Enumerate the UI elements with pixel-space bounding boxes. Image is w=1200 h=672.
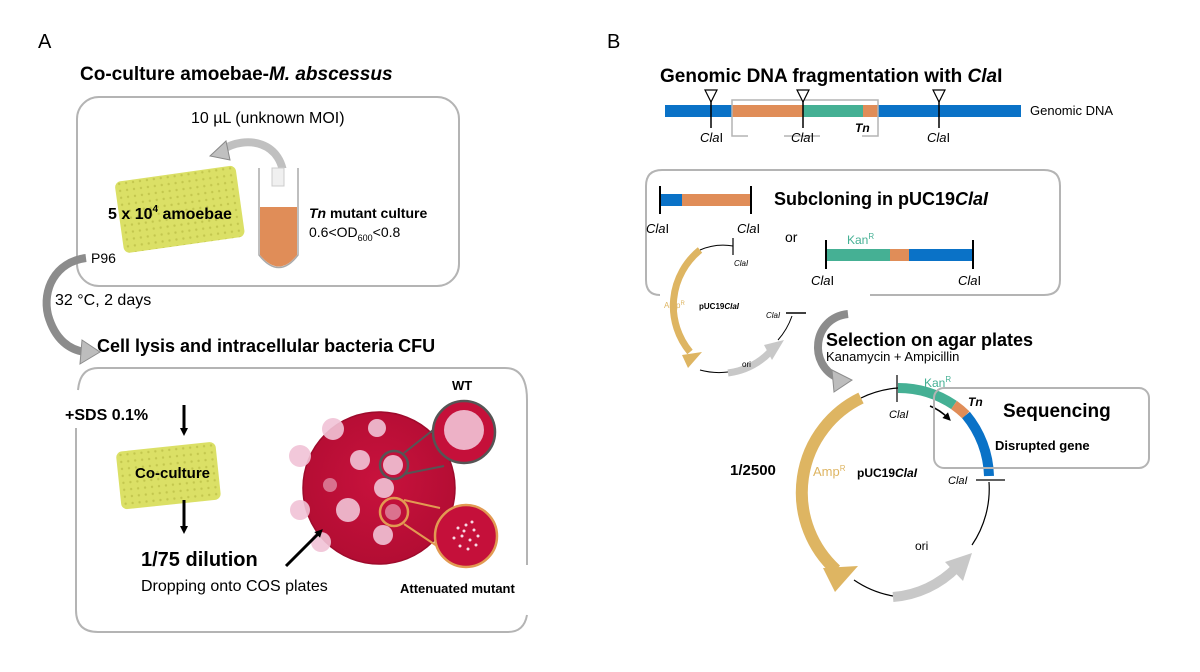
p96-label: P96 [91,250,116,266]
coculture-label: Co-culture [135,465,210,482]
panel-a-label: A [38,31,52,53]
sequencing-primer-arrow [929,405,951,421]
kanr-label: KanR [847,232,874,247]
lysis-title: Cell lysis and intracellular bacteria CF… [97,336,435,356]
selection-dilution-label: 1/2500 [730,462,776,479]
selection-title: Selection on agar plates [826,330,1033,350]
clai-label: ClaI [927,130,950,145]
panel-b-label: B [607,31,620,53]
mutant-zoom-line [403,499,441,509]
p96-plate-image [115,165,245,253]
incubation-arrow [42,254,87,356]
plasmid-label: pUC19ClaI [857,466,918,480]
wt-label: WT [452,378,472,393]
selection-arrowhead-icon [831,369,853,393]
lysis-box [75,367,528,633]
mutant-zoom-line [403,523,441,549]
ori-label: ori [742,360,751,369]
sequencing-box [933,387,1150,469]
coculture-plate-image [116,442,221,510]
tn-mutant-culture-label: Tn mutant culture [309,205,427,221]
fragment-box-gap [748,130,784,140]
panel-b-title: Genomic DNA fragmentation with ClaI [660,66,1002,87]
clai-site-marker: ClaI [927,89,950,145]
ampr-arrowhead-icon [682,352,702,368]
clai-label: ClaI [811,273,834,288]
tn-label: Tn [855,121,870,135]
plasmid-label: pUC19ClaI [699,302,740,311]
selection-subtitle: Kanamycin + Ampicillin [826,349,959,364]
fragment-option-1: ClaI ClaI [646,186,760,236]
dilution-label: 1/75 dilution [141,549,258,571]
clai-site-marker: ClaI [791,89,814,145]
large-plasmid-map: KanR ClaI ClaI AmpR pUC19ClaI ori [795,375,1005,602]
dropping-arrow [284,529,323,568]
ori-arrowhead-icon [945,553,972,581]
clai-site-marker: ClaI [700,89,723,145]
subcloning-title: Subcloning in pUC19ClaI [774,189,989,209]
small-clai-label: ClaI [766,311,781,320]
or-label: or [785,229,798,245]
clai-label: ClaI [700,130,723,145]
amoebae-count: 5 x 104 amoebae [108,204,232,223]
cos-agar-plate-image [289,411,456,565]
sequencing-title: Sequencing [1003,401,1111,422]
clai-site-icon [932,89,946,104]
ampr-arrowhead-icon [823,566,858,592]
genomic-dna-bar [665,105,1021,117]
coculture-box [76,96,460,287]
incubation-label: 32 °C, 2 days [55,292,151,309]
clai-label: ClaI [889,409,909,421]
ampr-label: AmpR [813,464,846,479]
clai-label: ClaI [958,273,981,288]
small-clai-label: ClaI [734,259,749,268]
disrupted-gene-label: Disrupted gene [995,438,1090,453]
wt-zoom-line [403,465,445,475]
od600-label: 0.6<OD600<0.8 [309,224,401,243]
fragment-box-gap [820,130,862,140]
mutant-colony-zoom-image [433,503,499,569]
ori-label: ori [915,539,928,553]
transfer-arrowhead-icon [208,140,231,161]
wt-colony-zoom-image [431,399,497,465]
clai-site-icon [796,89,810,104]
wt-zoom-line [403,429,434,454]
attenuated-mutant-label: Attenuated mutant [400,581,516,596]
fragment-box [731,99,879,137]
kanr-label: KanR [924,375,951,390]
volume-label: 10 µL (unknown MOI) [191,110,345,127]
ampr-label: AmpR [664,301,685,310]
clai-site-icon [704,89,718,104]
fragment-option-2: KanR ClaI ClaI [811,232,981,288]
panel-a-title: Co-culture amoebae-M. abscessus [80,64,393,85]
incubation-arrowhead-icon [79,339,101,365]
genomic-dna-label: Genomic DNA [1030,103,1113,118]
clai-label: ClaI [791,130,814,145]
selection-arrow [813,310,849,382]
subcloning-box [645,169,1061,296]
culture-tube-image [258,167,299,269]
tn-label: Tn [968,395,983,409]
dropping-label: Dropping onto COS plates [141,578,328,595]
clai-label: ClaI [646,221,669,236]
sds-label: +SDS 0.1% [65,407,148,424]
clai-label: ClaI [737,221,760,236]
ori-arrowhead-icon [764,340,784,360]
clai-label: ClaI [948,475,968,487]
small-plasmid-map: ClaI ClaI AmpR pUC19ClaI ori [664,238,806,377]
